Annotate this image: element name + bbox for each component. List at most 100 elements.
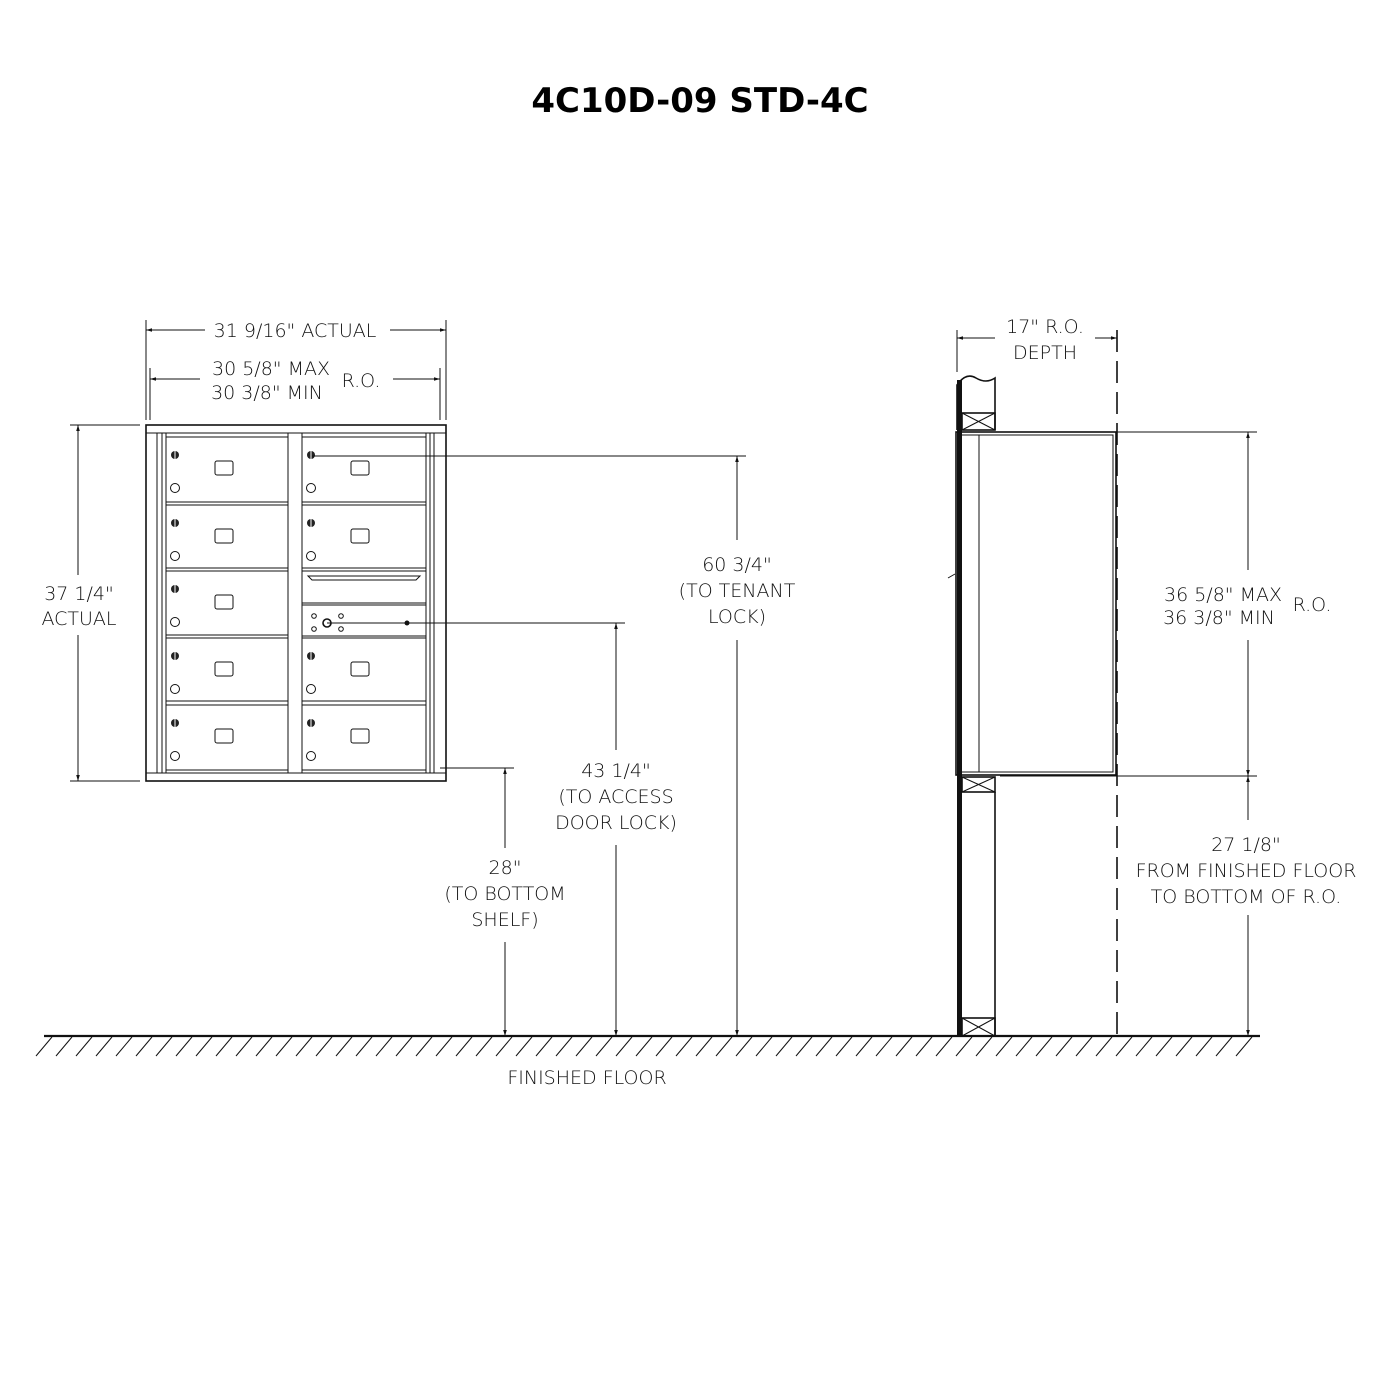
floor-hatch	[795, 1036, 813, 1057]
name-card-icon	[214, 528, 234, 544]
door-knob-icon	[170, 551, 180, 561]
floor-hatch	[875, 1036, 893, 1057]
finished-floor-label: FINISHED FLOOR	[507, 1067, 666, 1089]
mailbox-cabinet	[145, 424, 447, 782]
floor-hatch	[395, 1036, 413, 1057]
floor-hatch	[635, 1036, 653, 1057]
tenant-door	[165, 704, 289, 771]
floor-hatch	[975, 1036, 993, 1057]
floor-hatch	[1135, 1036, 1153, 1057]
ro-height-suffix: R.O.	[1293, 594, 1332, 616]
tenant-door	[165, 504, 289, 569]
ro-width-suffix: R.O.	[342, 370, 381, 392]
door-knob-icon	[170, 617, 180, 627]
floor-hatch	[435, 1036, 453, 1057]
floor-hatch	[855, 1036, 873, 1057]
floor-hatch	[735, 1036, 753, 1057]
name-card-icon	[214, 728, 234, 744]
door-knob-icon	[306, 551, 316, 561]
depth-label: DEPTH	[1013, 342, 1077, 364]
tenant-door	[301, 504, 427, 569]
tenant-door	[165, 436, 289, 503]
depth-value: 17" R.O.	[1006, 316, 1084, 338]
floor-hatch	[575, 1036, 593, 1057]
floor-hatch	[775, 1036, 793, 1057]
ro-width-max-label: 30 5/8" MAX	[212, 358, 330, 380]
floor-hatch	[695, 1036, 713, 1057]
bottom-shelf-height: 28"	[489, 857, 522, 879]
floor-hatch	[475, 1036, 493, 1057]
bottom-shelf-label-1: (TO BOTTOM	[444, 883, 565, 905]
floor-hatch	[595, 1036, 613, 1057]
floor-hatch	[895, 1036, 913, 1057]
tenant-door	[301, 637, 427, 702]
floor-hatch	[995, 1036, 1013, 1057]
height-actual-value: 37 1/4"	[44, 583, 114, 605]
floor-hatch	[375, 1036, 393, 1057]
floor-hatch	[835, 1036, 853, 1057]
finished-floor: FINISHED FLOOR	[35, 1034, 1260, 1089]
floor-hatch	[315, 1036, 333, 1057]
tenant-door	[301, 704, 427, 771]
tenant-door	[165, 637, 289, 702]
floor-hatch	[495, 1036, 513, 1057]
floor-hatch	[675, 1036, 693, 1057]
floor-hatch	[355, 1036, 373, 1057]
floor-hatch	[715, 1036, 733, 1057]
name-card-icon	[350, 728, 370, 744]
floor-hatch	[1155, 1036, 1173, 1057]
floor-hatch	[155, 1036, 173, 1057]
floor-hatch	[1175, 1036, 1193, 1057]
tenant-door	[301, 436, 427, 503]
floor-hatch	[1055, 1036, 1073, 1057]
access-lock-label-1: (TO ACCESS	[558, 786, 673, 808]
ro-height-min-label: 36 3/8" MIN	[1163, 607, 1275, 629]
name-card-icon	[214, 661, 234, 677]
door-knob-icon	[170, 751, 180, 761]
floor-hatch	[1115, 1036, 1133, 1057]
name-card-icon	[214, 594, 234, 610]
drawing-title: 4C10D-09 STD-4C	[531, 81, 868, 121]
tenant-door	[165, 570, 289, 636]
floor-hatch	[195, 1036, 213, 1057]
outgoing-mail-slot	[301, 570, 427, 604]
tenant-lock-label-2: LOCK)	[708, 606, 766, 628]
floor-hatch	[255, 1036, 273, 1057]
front-view: 31 9/16" ACTUAL 30 5/8" MAX 30 3/8" MIN …	[41, 320, 796, 1036]
floor-hatch	[215, 1036, 233, 1057]
wall-section	[956, 375, 996, 1037]
floor-hatch	[555, 1036, 573, 1057]
floor-hatch	[295, 1036, 313, 1057]
access-door-panel	[301, 604, 427, 637]
height-actual-label: ACTUAL	[41, 608, 116, 630]
floor-hatch	[515, 1036, 533, 1057]
access-lock-height: 43 1/4"	[581, 760, 651, 782]
floor-hatch	[1195, 1036, 1213, 1057]
door-knob-icon	[170, 684, 180, 694]
floor-hatch	[335, 1036, 353, 1057]
bottom-shelf-label-2: SHELF)	[471, 909, 538, 931]
floor-hatch	[1215, 1036, 1233, 1057]
floor-hatch	[935, 1036, 953, 1057]
floor-hatch	[655, 1036, 673, 1057]
floor-hatch	[955, 1036, 973, 1057]
door-knob-icon	[306, 751, 316, 761]
width-actual-label: 31 9/16" ACTUAL	[214, 320, 377, 342]
floor-hatch	[755, 1036, 773, 1057]
floor-hatch	[235, 1036, 253, 1057]
from-floor-label-1: FROM FINISHED FLOOR	[1136, 860, 1357, 882]
tenant-lock-height: 60 3/4"	[702, 554, 772, 576]
floor-hatch	[615, 1036, 633, 1057]
floor-hatch	[175, 1036, 193, 1057]
floor-hatch	[1095, 1036, 1113, 1057]
name-card-icon	[350, 528, 370, 544]
floor-hatch	[275, 1036, 293, 1057]
access-lock-label-2: DOOR LOCK)	[555, 812, 677, 834]
name-card-icon	[350, 661, 370, 677]
floor-hatch	[915, 1036, 933, 1057]
floor-hatch	[95, 1036, 113, 1057]
floor-hatch	[1035, 1036, 1053, 1057]
floor-hatch	[535, 1036, 553, 1057]
floor-hatch	[815, 1036, 833, 1057]
